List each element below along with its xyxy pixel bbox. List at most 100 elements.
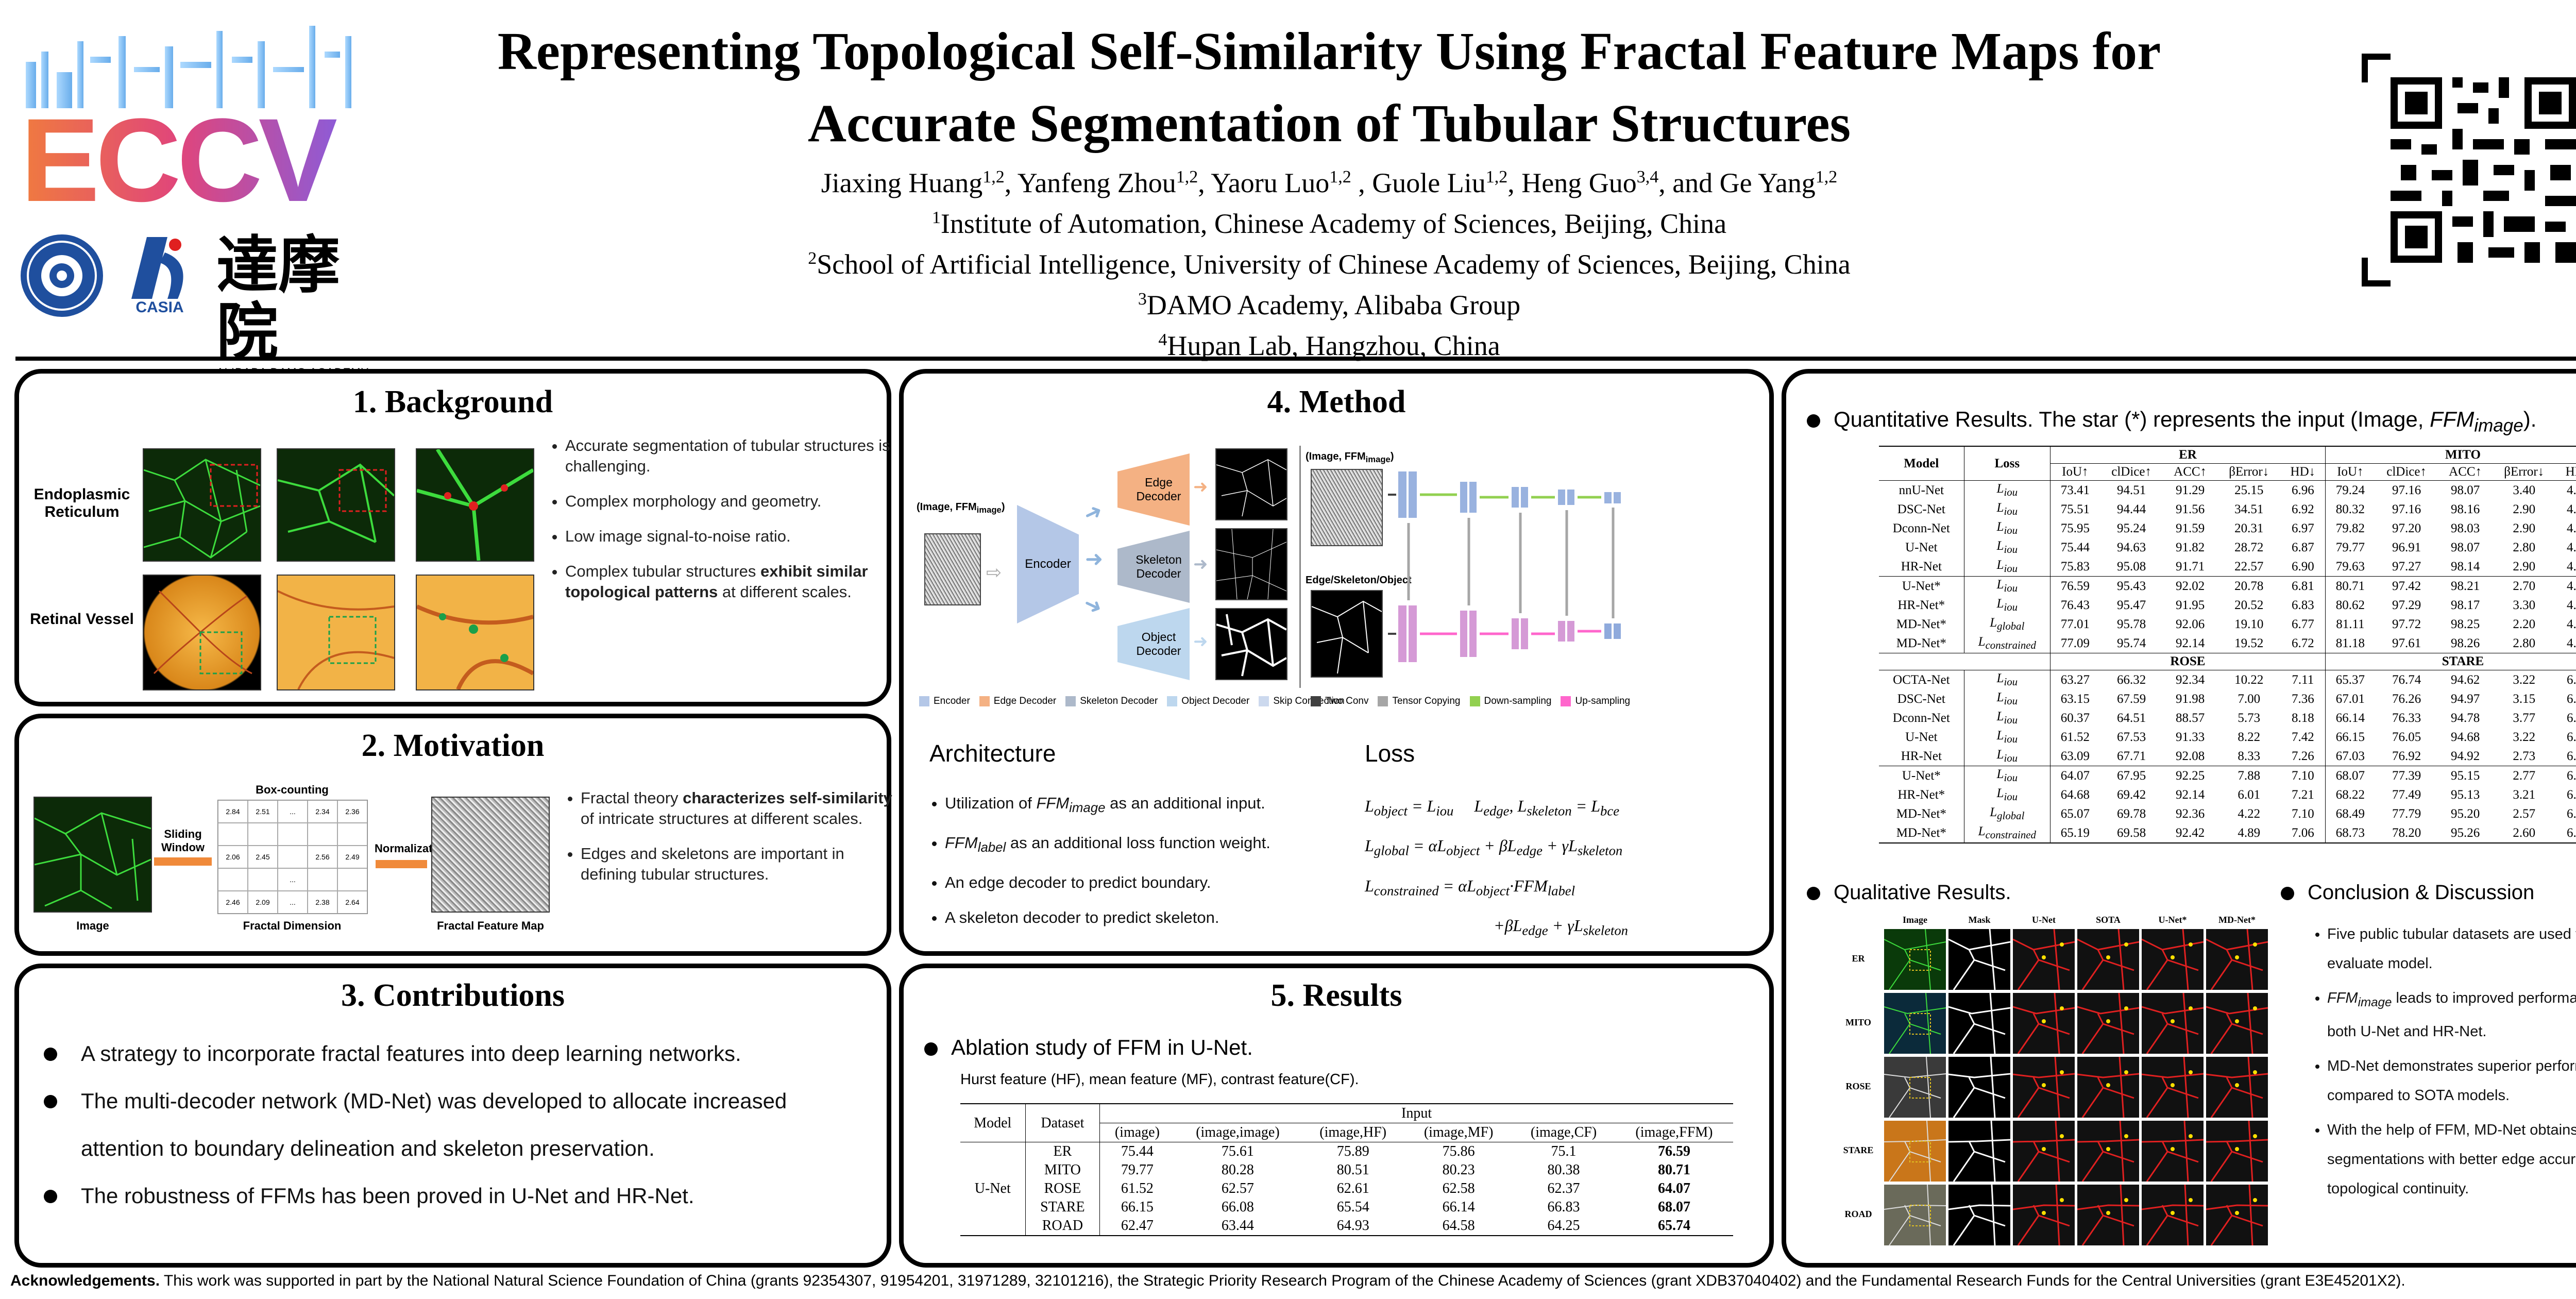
value-cell: 62.37 xyxy=(1547,1180,1580,1196)
value-cell: 65.54 xyxy=(1336,1199,1369,1215)
dataset-cell: ROSE xyxy=(1025,1179,1100,1198)
value-cell: 98.07 xyxy=(2451,540,2480,554)
value-cell: 67.95 xyxy=(2116,768,2146,783)
value-cell: 97.29 xyxy=(2392,598,2421,612)
value-cell: 4.22 xyxy=(2238,806,2261,821)
value-cell: 80.32 xyxy=(2335,502,2365,516)
value-cell: 7.00 xyxy=(2238,691,2261,706)
value-cell: 92.14 xyxy=(2175,787,2205,802)
value-cell: 2.77 xyxy=(2513,768,2536,783)
value-cell: 4.27 xyxy=(2567,579,2576,593)
qualitative-cell xyxy=(1884,929,1946,990)
loss-cell: Liou xyxy=(1964,689,2050,708)
value-cell: 94.92 xyxy=(2451,749,2480,763)
contribution-text: The multi-decoder network (MD-Net) was d… xyxy=(81,1089,787,1160)
bold-phrase: characterizes self-similarity xyxy=(683,789,892,807)
value-cell: 66.32 xyxy=(2116,672,2146,687)
value-cell: 91.95 xyxy=(2175,598,2205,612)
method-divider xyxy=(1299,446,1301,688)
loss-cell: Liou xyxy=(1964,708,2050,728)
col-dataset: Dataset xyxy=(1025,1104,1100,1142)
er-detail-icon xyxy=(416,448,534,561)
loss-cell: Liou xyxy=(1964,785,2050,804)
edge-output-arrow: ➜ xyxy=(1193,478,1208,497)
value-cell: 66.14 xyxy=(1442,1199,1475,1215)
author-affil-index: 1,2 xyxy=(982,167,1005,187)
qualitative-cell xyxy=(2206,929,2268,990)
legend-label: Encoder xyxy=(934,696,970,706)
group-rose: ROSE xyxy=(2050,653,2326,670)
cas-emblem-icon xyxy=(27,241,97,311)
fractal-cell xyxy=(278,823,308,846)
value-cell: 79.24 xyxy=(2335,483,2365,497)
value-cell: 98.17 xyxy=(2451,598,2480,612)
value-cell: 62.58 xyxy=(1442,1180,1475,1196)
qualitative-cell xyxy=(2206,1185,2268,1245)
affiliation-index: 4 xyxy=(1158,330,1167,349)
fractal-cell xyxy=(337,868,367,891)
value-cell: 95.74 xyxy=(2116,636,2146,650)
author-name: Ge Yang xyxy=(1719,167,1816,198)
value-cell: 65.74 xyxy=(1657,1218,1690,1234)
fractal-cell xyxy=(308,823,337,846)
value-cell: 6.53 xyxy=(2567,749,2576,763)
value-cell: 3.22 xyxy=(2513,672,2536,687)
fractal-cell xyxy=(308,868,337,891)
value-cell: 2.70 xyxy=(2513,579,2536,593)
qualitative-row-label: ER xyxy=(1852,953,1865,964)
value-cell: 91.71 xyxy=(2175,559,2205,573)
conclusion-bullets: Five public tubular datasets are used to… xyxy=(2312,920,2576,1209)
value-cell: 79.77 xyxy=(1121,1162,1154,1178)
bullet-dot-icon xyxy=(2281,887,2294,901)
value-cell: 95.47 xyxy=(2116,598,2146,612)
value-cell: 98.16 xyxy=(2451,502,2480,516)
qualitative-cell xyxy=(1884,1185,1946,1245)
qualitative-column-header: Mask xyxy=(1968,915,1991,925)
fractal-cell: 2.46 xyxy=(218,891,248,914)
legend-item: Object Decoder xyxy=(1167,696,1249,706)
input-column-header: (image,CF) xyxy=(1530,1124,1597,1140)
value-cell: 97.72 xyxy=(2392,617,2421,631)
input-column-header: (image,FFM) xyxy=(1635,1124,1713,1140)
results-title: 5. Results xyxy=(1270,978,1402,1013)
object-map-icon xyxy=(1216,614,1287,677)
loss-heading: Loss xyxy=(1365,740,1415,767)
value-cell: 98.21 xyxy=(2451,579,2480,593)
value-cell: 64.25 xyxy=(1547,1218,1580,1234)
value-cell: 6.92 xyxy=(2280,500,2326,519)
value-cell: 91.82 xyxy=(2175,540,2205,554)
value-cell: 6.34 xyxy=(2567,825,2576,840)
value-cell: 96.91 xyxy=(2392,540,2421,554)
value-cell: 97.20 xyxy=(2392,521,2421,535)
legend-label: Skeleton Decoder xyxy=(1080,696,1158,706)
value-cell: 2.20 xyxy=(2513,617,2536,631)
casia-label: CASIA xyxy=(135,299,184,316)
author-name: Heng Guo xyxy=(1521,167,1637,198)
metric-header: clDice↑ xyxy=(2111,465,2151,479)
motivation-input-image xyxy=(33,797,152,913)
legend-item: Tensor Copying xyxy=(1378,696,1461,706)
value-cell: 6.97 xyxy=(2280,519,2326,538)
value-cell: 69.78 xyxy=(2116,806,2146,821)
author-name: Jiaxing Huang xyxy=(821,167,983,198)
value-cell: 6.29 xyxy=(2567,806,2576,821)
qualitative-cell xyxy=(2142,1121,2204,1182)
fractal-cell: 2.56 xyxy=(308,846,337,868)
loss-cell: Lglobal xyxy=(1964,804,2050,823)
qualitative-cell xyxy=(1948,1121,2010,1182)
value-cell: 76.74 xyxy=(2392,672,2421,687)
input-column-header: (image,image) xyxy=(1196,1124,1280,1140)
value-cell: 3.15 xyxy=(2513,691,2536,706)
value-cell: 5.73 xyxy=(2238,711,2261,725)
qualitative-cell xyxy=(2077,1121,2139,1182)
value-cell: 80.71 xyxy=(1657,1162,1690,1178)
value-cell: 95.15 xyxy=(2451,768,2480,783)
value-cell: 63.44 xyxy=(1221,1218,1254,1234)
value-cell: 6.47 xyxy=(2567,672,2576,687)
value-cell: 76.59 xyxy=(1657,1143,1690,1159)
